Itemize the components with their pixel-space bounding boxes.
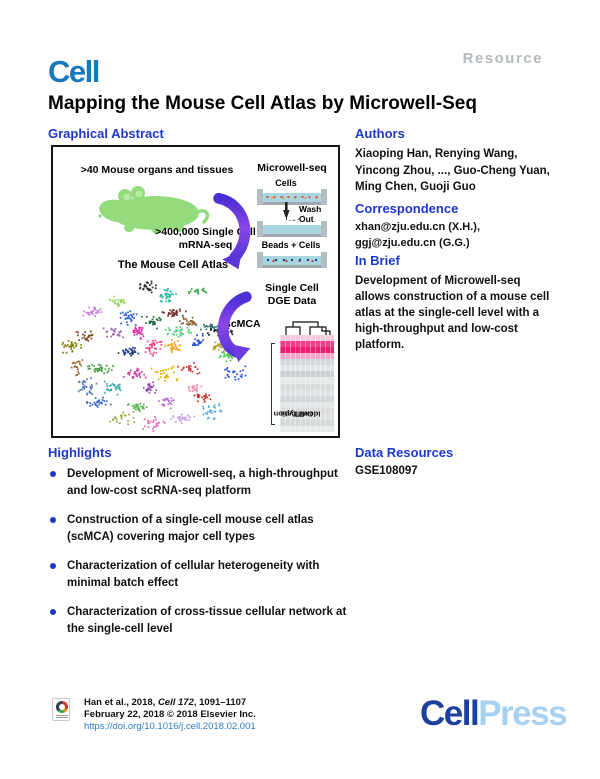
highlight-item: Characterization of cross-tissue cellula… bbox=[48, 604, 353, 637]
highlight-item: Characterization of cellular heterogenei… bbox=[48, 558, 353, 591]
resource-label: Resource bbox=[462, 50, 543, 67]
data-resources-accession: GSE108097 bbox=[355, 465, 418, 477]
graphical-abstract-heading: Graphical Abstract bbox=[48, 126, 164, 141]
microwell-tray-wash bbox=[257, 221, 327, 237]
organs-label: >40 Mouse organs and tissues bbox=[80, 164, 234, 176]
article-title: Mapping the Mouse Cell Atlas by Microwel… bbox=[48, 93, 477, 114]
highlight-item: Construction of a single-cell mouse cell… bbox=[48, 512, 353, 545]
tsne-cell-atlas-map bbox=[61, 280, 247, 432]
data-resources-heading: Data Resources bbox=[355, 445, 454, 460]
heatmap-bracket bbox=[271, 343, 275, 425]
graphical-abstract-figure: >40 Mouse organs and tissues >400,000 Si… bbox=[51, 145, 340, 438]
dge-data-label: Single Cell DGE Data bbox=[265, 282, 319, 307]
citation-line: February 22, 2018 © 2018 Elsevier Inc. bbox=[84, 709, 256, 720]
microwell-seq-heading: Microwell-seq bbox=[257, 162, 327, 174]
author-line: Xiaoping Han, Renying Wang, bbox=[355, 148, 518, 160]
doi-link[interactable]: https://doi.org/10.1016/j.cell.2018.02.0… bbox=[84, 721, 256, 732]
crossmark-icon[interactable] bbox=[52, 698, 70, 721]
cells-label: Cells bbox=[275, 178, 297, 188]
cellpress-logo: CellPress bbox=[420, 694, 568, 733]
author-line: Yincong Zhou, ..., Guo-Cheng Yuan, bbox=[355, 164, 550, 177]
correspondence-email: xhan@zju.edu.cn (X.H.), bbox=[355, 221, 481, 233]
mouse-cell-atlas-label: The Mouse Cell Atlas bbox=[117, 259, 229, 271]
in-brief-heading: In Brief bbox=[355, 253, 400, 268]
highlights-list: Development of Microwell-seq, a high-thr… bbox=[48, 466, 353, 650]
heatmap-dendrogram bbox=[285, 321, 331, 335]
mouse-illustration bbox=[98, 186, 210, 234]
cell-journal-logo: Cell bbox=[48, 54, 100, 89]
highlight-item: Development of Microwell-seq, a high-thr… bbox=[48, 466, 353, 499]
expression-heatmap bbox=[280, 335, 334, 432]
in-brief-text: Development of Microwell-seq allows cons… bbox=[355, 275, 550, 351]
correspondence-heading: Correspondence bbox=[355, 201, 459, 216]
citation-line: Han et al., 2018, Cell 172, 1091–1107 bbox=[84, 697, 247, 708]
author-line: Ming Chen, Guoji Guo bbox=[355, 181, 476, 193]
microwell-tray-cells bbox=[257, 189, 327, 205]
citation-block: Han et al., 2018, Cell 172, 1091–1107 Fe… bbox=[84, 697, 256, 733]
wash-out-label: Wash Out bbox=[299, 204, 322, 224]
microwell-tray-beads bbox=[257, 252, 327, 268]
correspondence-emails: xhan@zju.edu.cn (X.H.), ggj@zju.edu.cn (… bbox=[355, 220, 480, 251]
beads-cells-label: Beads + Cells bbox=[261, 240, 321, 250]
pipette-icon bbox=[283, 202, 290, 220]
highlights-heading: Highlights bbox=[48, 445, 112, 460]
authors-list: Xiaoping Han, Renying Wang, Yincong Zhou… bbox=[355, 146, 550, 196]
correspondence-email: ggj@zju.edu.cn (G.G.) bbox=[355, 236, 470, 249]
authors-heading: Authors bbox=[355, 126, 405, 141]
